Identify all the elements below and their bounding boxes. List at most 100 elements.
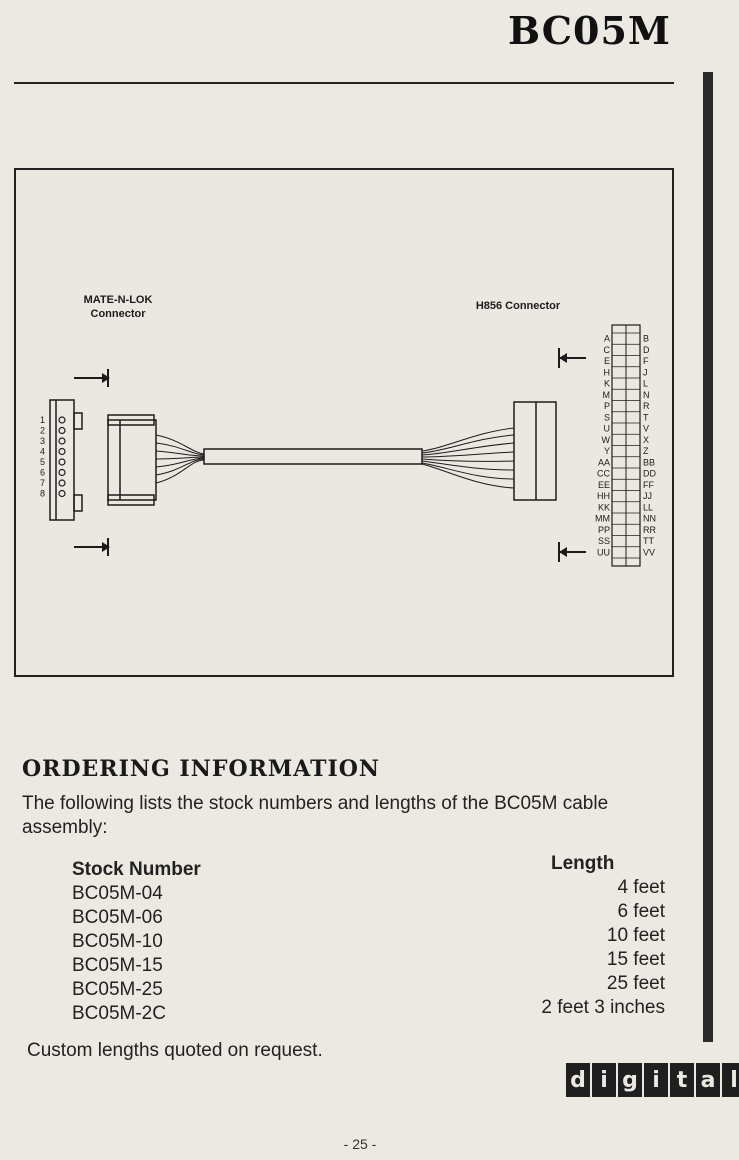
page-title: BC05M [507, 8, 671, 53]
logo-letter: g [618, 1063, 642, 1097]
pin-number: 7 [40, 478, 45, 488]
pin-label-left: M [603, 390, 611, 400]
pin-circle [58, 489, 66, 498]
page-number: - 25 - [343, 1136, 377, 1152]
digital-logo: d i g i t a l [566, 1063, 739, 1097]
pin-label-right: DD [643, 469, 656, 479]
pin-number: 6 [40, 468, 45, 478]
pin-label-right: J [643, 367, 648, 377]
pin-label-right: L [643, 379, 648, 389]
logo-letter: d [566, 1063, 590, 1097]
pin-circle [58, 458, 66, 466]
pin-label-left: A [604, 334, 610, 344]
custom-lengths-note: Custom lengths quoted on request. [27, 1040, 323, 1061]
pin-label-right: F [643, 356, 649, 366]
pin-label-right: LL [643, 502, 653, 512]
length-cell: 2 feet 3 inches [541, 997, 665, 1018]
ordering-intro: The following lists the stock numbers an… [22, 793, 609, 838]
mate-n-lok-label: MATE-N-LOK [84, 294, 153, 306]
pin-label-left: P [604, 401, 610, 411]
pin-label-left: H [604, 367, 611, 377]
pin-label-right: Z [643, 446, 649, 456]
pin-label-right: R [643, 401, 650, 411]
stock-number-column: Stock Number BC05M-04 BC05M-06 BC05M-10 … [72, 858, 201, 1026]
pin-label-right: FF [643, 480, 654, 490]
pin-label-right: RR [643, 525, 656, 535]
stock-number-cell: BC05M-15 [72, 955, 163, 976]
pin-label-left: E [604, 356, 610, 366]
logo-letter: i [592, 1063, 616, 1097]
stock-number-cell: BC05M-04 [72, 883, 163, 904]
pin-label-right: V [643, 424, 649, 434]
logo-letter: l [722, 1063, 739, 1097]
pin-label-left: K [604, 379, 610, 389]
pin-circle [58, 447, 66, 456]
plug-housing [107, 414, 157, 506]
pin-circle [58, 426, 66, 435]
left-wire-fan [155, 434, 205, 484]
pin-label-left: HH [597, 491, 610, 501]
pin-label-right: B [643, 334, 649, 344]
pin-circle [58, 479, 66, 487]
pin-label-left: S [604, 412, 610, 422]
pin-label-right: N [643, 390, 650, 400]
pin-number: 2 [40, 426, 45, 436]
pin-number: 8 [40, 489, 45, 499]
ordering-heading: ORDERING INFORMATION [22, 756, 381, 782]
pin-label-right: JJ [643, 491, 652, 501]
stock-number-cell: BC05M-25 [72, 979, 163, 1000]
length-cell: 15 feet [606, 949, 665, 970]
stock-number-cell: BC05M-10 [72, 931, 163, 952]
pin-label-left: CC [597, 469, 610, 479]
stock-number-cell: BC05M-2C [72, 1003, 166, 1024]
pin-label-left: U [604, 424, 611, 434]
pin-label-left: C [604, 345, 611, 355]
pin-number: 4 [40, 447, 45, 457]
pin-number: 5 [40, 457, 45, 467]
pin-label-right: VV [643, 547, 655, 557]
pin-label-left: UU [597, 547, 610, 557]
pin-circle [58, 437, 66, 445]
length-header: Length [551, 853, 615, 874]
pin-label-left: Y [604, 446, 610, 456]
pin-circle [58, 416, 66, 424]
length-column: Length 4 feet 6 feet 10 feet 15 feet 25 … [505, 852, 665, 1020]
h856-connector-label: H856 Connector [476, 300, 561, 312]
pin-number: 1 [40, 415, 45, 425]
cable-diagram-svg: MATE-N-LOK Connector H856 Connector 1234… [40, 294, 656, 567]
pin-label-left: AA [598, 457, 610, 467]
pin-label-left: EE [598, 480, 610, 490]
pin-label-left: W [602, 435, 611, 445]
length-cell: 4 feet [617, 877, 665, 898]
mate-n-lok-connector [49, 399, 83, 521]
header-rule [14, 82, 674, 84]
stock-number-cell: BC05M-06 [72, 907, 163, 928]
pin-label-left: KK [598, 502, 610, 512]
side-margin-bar [703, 72, 713, 1042]
pin-label-left: SS [598, 536, 610, 546]
pin-label-left: PP [598, 525, 610, 535]
length-cell: 6 feet [617, 901, 665, 922]
logo-letter: i [644, 1063, 668, 1097]
pin-label-right: BB [643, 457, 655, 467]
pin-label-right: D [643, 345, 650, 355]
pin-circle [58, 468, 66, 477]
pin-label-right: NN [643, 514, 656, 524]
pin-label-left: MM [595, 514, 610, 524]
cable-jacket [203, 448, 423, 465]
pin-label-right: TT [643, 536, 654, 546]
pin-number: 3 [40, 436, 45, 446]
stock-number-header: Stock Number [72, 859, 201, 880]
length-cell: 10 feet [606, 925, 665, 946]
pin-label-right: X [643, 435, 649, 445]
pin-label-right: T [643, 412, 649, 422]
logo-letter: t [670, 1063, 694, 1097]
h856-connector-body [513, 401, 557, 501]
length-cell: 25 feet [606, 973, 665, 994]
mate-n-lok-label-sub: Connector [91, 308, 147, 320]
logo-letter: a [696, 1063, 720, 1097]
right-wire-fan [421, 427, 515, 489]
